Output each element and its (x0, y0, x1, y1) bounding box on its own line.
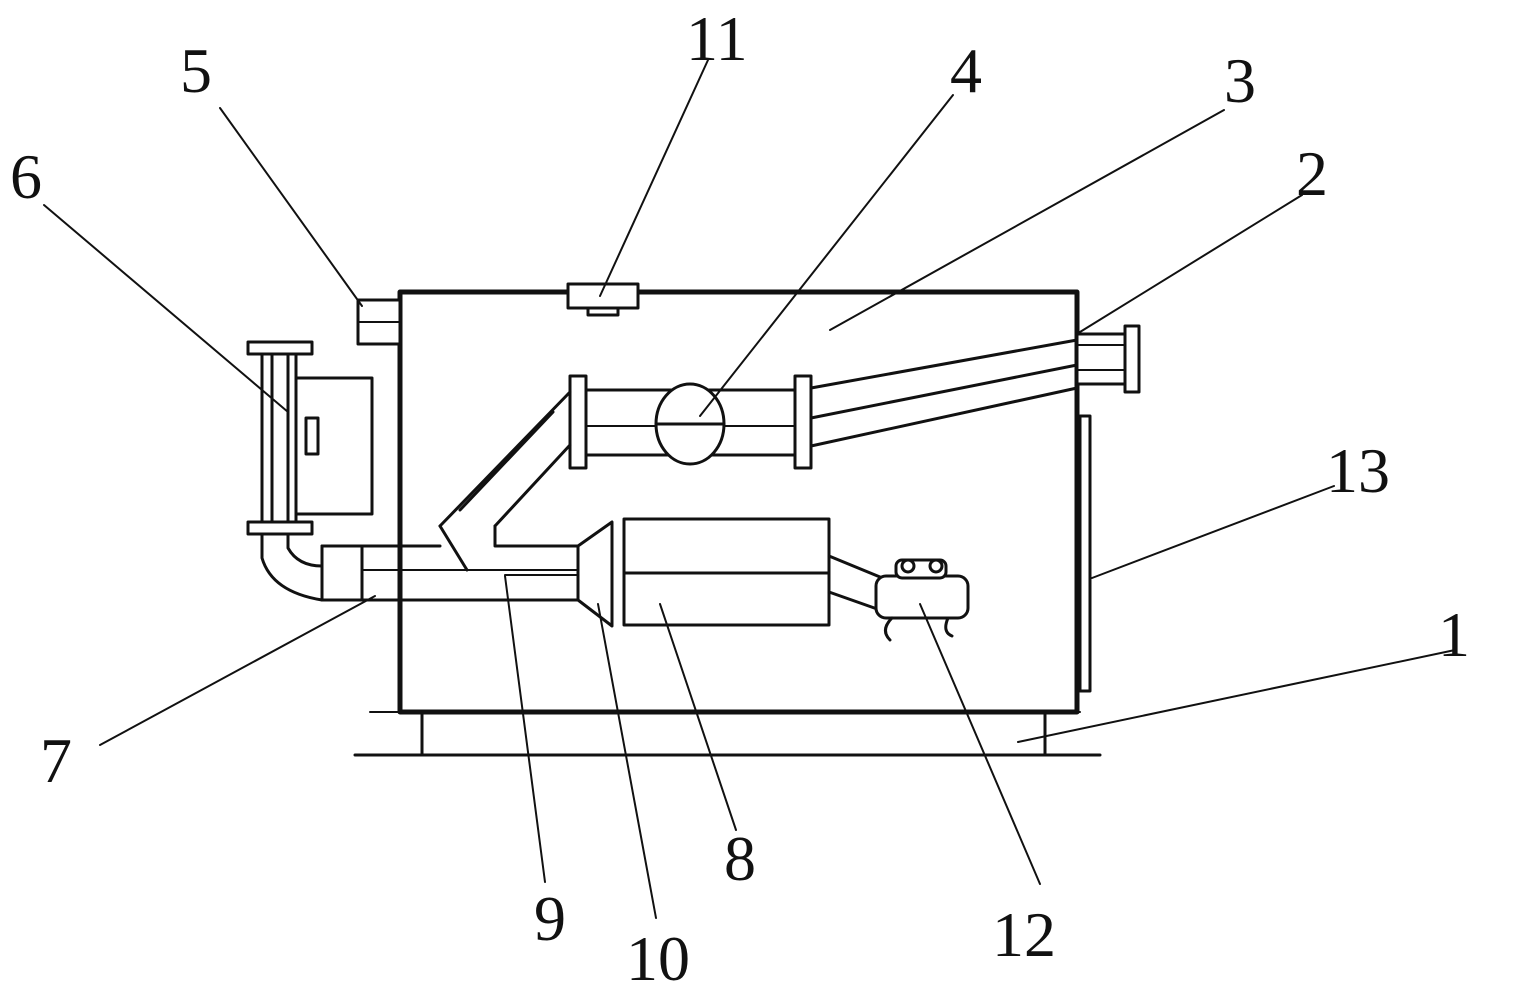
reducer-cone (576, 520, 614, 628)
callout-6: 6 (10, 141, 42, 212)
vent-box (356, 298, 402, 346)
connecting-lines (809, 338, 1079, 448)
callout-3: 3 (1224, 45, 1256, 116)
callout-7: 7 (40, 725, 72, 796)
callouts: 1 2 3 4 5 6 7 8 9 10 11 12 13 (10, 3, 1470, 992)
filter-housing (622, 517, 831, 627)
tank-housing (397, 289, 1080, 715)
vertical-pipe-6 (246, 340, 374, 536)
callout-11: 11 (686, 3, 748, 74)
pump-pipe (827, 554, 882, 612)
callout-5: 5 (180, 35, 212, 106)
left-elbow (260, 533, 324, 602)
callout-1: 1 (1438, 599, 1470, 670)
diagonal-pipe (438, 390, 572, 572)
outlet-flange (1075, 324, 1141, 394)
callout-8: 8 (724, 823, 756, 894)
lower-pipe (320, 544, 580, 602)
callout-13: 13 (1326, 435, 1390, 506)
side-panel (1078, 414, 1092, 693)
leader-lines (43, 59, 1456, 919)
callout-9: 9 (534, 883, 566, 954)
callout-10: 10 (626, 923, 690, 992)
base-frame (353, 710, 1102, 757)
upper-pipe (568, 374, 813, 470)
callout-4: 4 (950, 35, 982, 106)
callout-2: 2 (1296, 138, 1328, 209)
valve-4 (654, 382, 726, 466)
callout-12: 12 (992, 899, 1056, 970)
pump-12 (874, 558, 970, 642)
